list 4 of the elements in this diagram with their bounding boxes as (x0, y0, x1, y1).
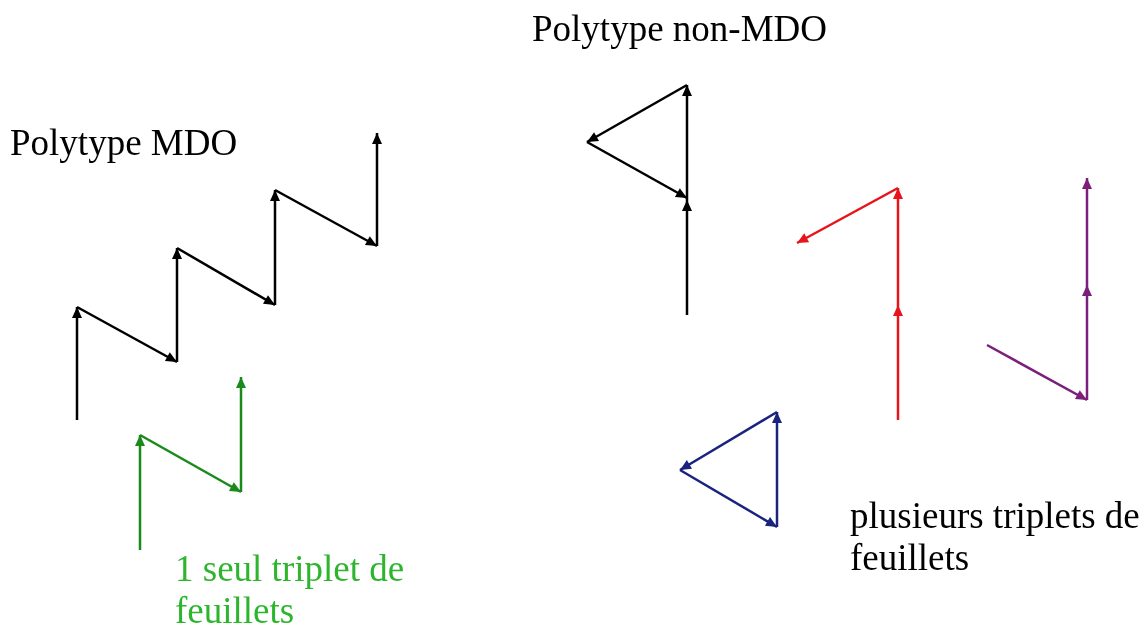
caption-text: plusieurs triplets de feuillets (850, 495, 1141, 579)
caption-text: Polytype non-MDO (532, 8, 828, 50)
caption-text: 1 seul triplet de feuillets (175, 548, 406, 632)
caption-text: Polytype MDO (10, 122, 239, 164)
